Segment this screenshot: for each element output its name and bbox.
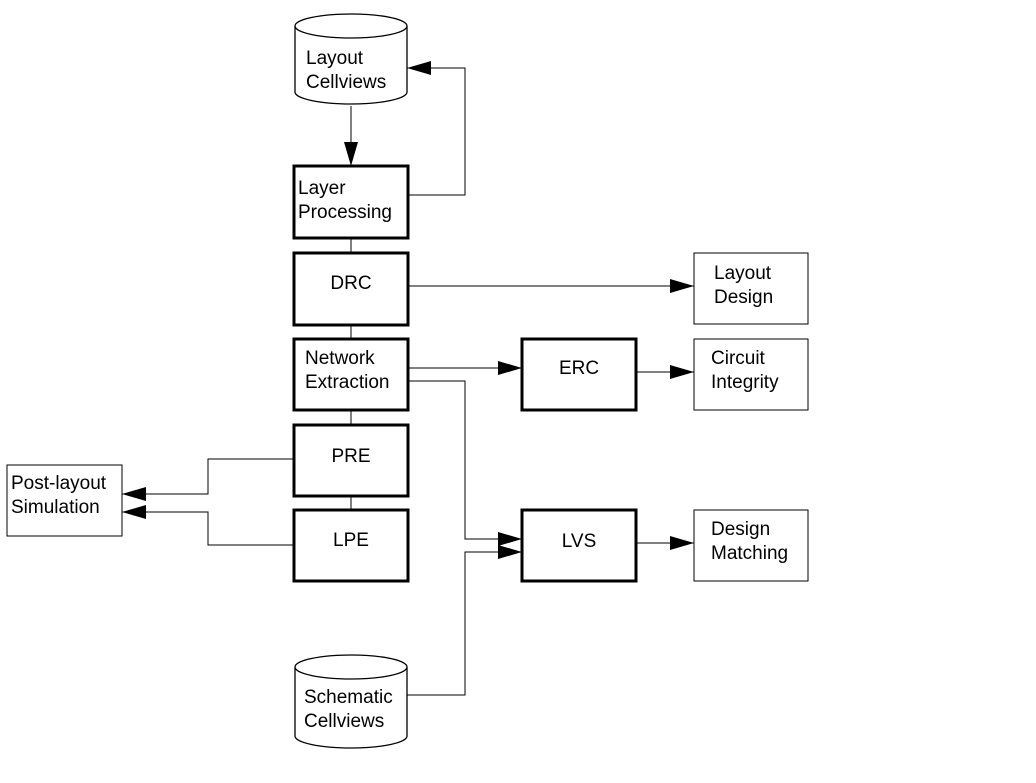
- erc-label: ERC: [558, 358, 600, 379]
- lvs-box: [520, 508, 638, 583]
- network-extraction-label: Network Extraction: [305, 347, 389, 395]
- lpe-box: [292, 508, 410, 583]
- schematic-cellviews-label: Schematic Cellviews: [304, 686, 393, 734]
- layout-cellviews-cylinder: [294, 13, 408, 105]
- edge-pre-to-post-layout: [122, 458, 294, 501]
- layout-cellviews-line2: Cellviews: [306, 72, 387, 93]
- design-matching-box: [693, 509, 809, 582]
- design-matching-line1: Design: [711, 519, 771, 540]
- schematic-cellviews-cylinder: [294, 654, 408, 749]
- circuit-integrity-label: Circuit Integrity: [711, 347, 779, 395]
- network-extraction-line2: Extraction: [305, 372, 390, 393]
- edge-layer-to-layout: [407, 61, 466, 196]
- erc-box: [520, 337, 638, 412]
- layer-processing-line1: Layer: [298, 178, 346, 199]
- layer-processing-box: [292, 164, 410, 240]
- network-extraction-line1: Network: [305, 348, 375, 369]
- post-layout-simulation-line2: Simulation: [11, 497, 100, 518]
- circuit-integrity-line2: Integrity: [711, 372, 779, 393]
- drc-box: [292, 251, 410, 327]
- post-layout-simulation-box: [6, 464, 123, 537]
- edge-lpe-to-post-layout: [122, 505, 294, 546]
- post-layout-simulation-line1: Post-layout: [11, 473, 107, 494]
- schematic-cellviews-line1: Schematic: [304, 687, 393, 708]
- drc-label: DRC: [330, 273, 372, 294]
- layout-design-box: [693, 252, 809, 325]
- post-layout-simulation-label: Post-layout Simulation: [11, 472, 106, 520]
- lvs-label: LVS: [561, 531, 597, 552]
- layout-design-label: Layout Design: [714, 262, 773, 310]
- circuit-integrity-box: [693, 338, 809, 411]
- layout-design-line2: Design: [714, 287, 774, 308]
- layout-cellviews-line1: Layout: [306, 48, 364, 69]
- lpe-label: LPE: [333, 530, 369, 551]
- edge-schematic-to-lvs: [407, 545, 522, 696]
- schematic-cellviews-line2: Cellviews: [304, 711, 385, 732]
- circuit-integrity-line1: Circuit: [711, 348, 765, 369]
- layer-processing-line2: Processing: [298, 202, 392, 223]
- layout-cellviews-label: Layout Cellviews: [306, 47, 386, 95]
- layer-processing-label: Layer Processing: [298, 177, 392, 225]
- pre-box: [292, 423, 410, 498]
- design-matching-label: Design Matching: [711, 518, 788, 566]
- design-matching-line2: Matching: [711, 543, 789, 564]
- layout-design-line1: Layout: [714, 263, 772, 284]
- pre-label: PRE: [331, 446, 371, 467]
- edge-netex-to-lvs: [408, 380, 522, 546]
